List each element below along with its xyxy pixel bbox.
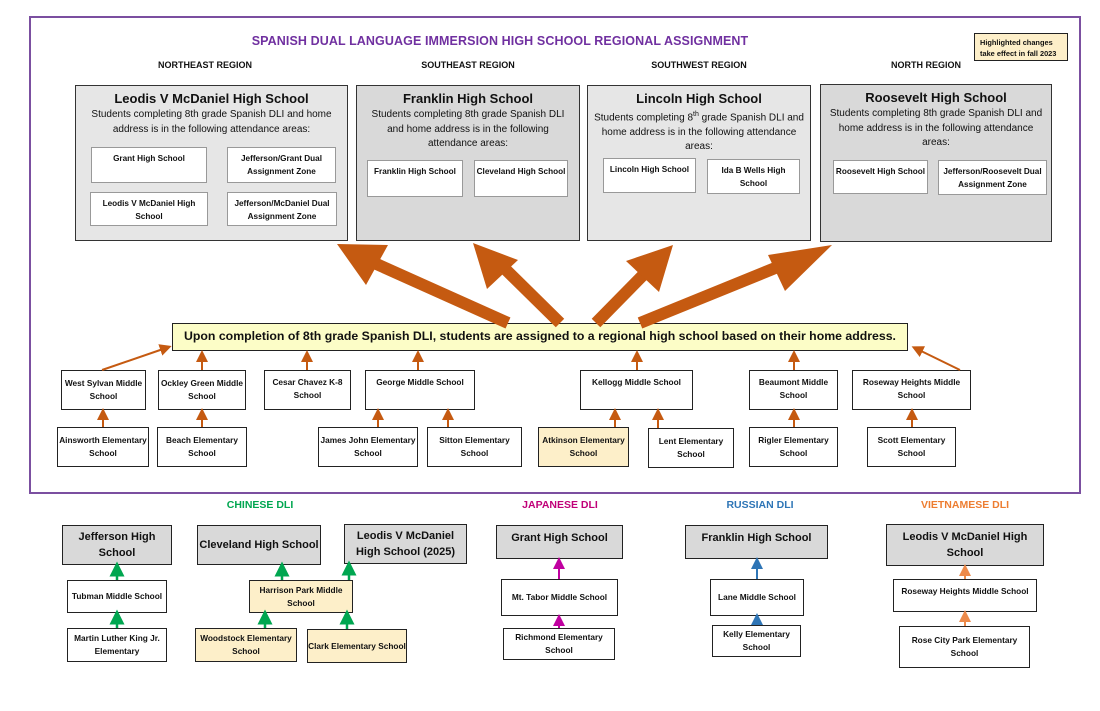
chinese-middle-school-box-highlighted: Harrison Park Middle School xyxy=(249,580,353,613)
high-school-name: Roosevelt High School xyxy=(865,90,1007,105)
elementary-school-box-highlighted: Atkinson Elementary School xyxy=(538,427,629,467)
russian-middle-school-box: Lane Middle School xyxy=(710,579,804,616)
desc-part: Students completing 8 xyxy=(594,112,694,124)
desc-part: grade Spanish DLI and home address is in… xyxy=(601,112,804,153)
middle-school-box: West Sylvan Middle School xyxy=(61,370,146,410)
japanese-middle-school-box: Mt. Tabor Middle School xyxy=(501,579,618,616)
russian-elementary-school-box: Kelly Elementary School xyxy=(712,625,801,657)
middle-school-box: Cesar Chavez K-8 School xyxy=(264,370,351,410)
elementary-school-box: Ainsworth Elementary School xyxy=(57,427,149,467)
chinese-high-school-box: Leodis V McDaniel High School (2025) xyxy=(344,524,467,564)
elementary-school-box: Lent Elementary School xyxy=(648,428,734,468)
region-description: Students completing 8th grade Spanish DL… xyxy=(588,108,810,155)
chinese-high-school-box: Jefferson High School xyxy=(62,525,172,565)
japanese-high-school-box: Grant High School xyxy=(496,525,623,559)
high-school-name: Franklin High School xyxy=(402,91,533,106)
middle-school-box: Roseway Heights Middle School xyxy=(852,370,971,410)
region-description: Students completing 8th grade Spanish DL… xyxy=(371,109,565,149)
japanese-elementary-school-box: Richmond Elementary School xyxy=(503,628,615,660)
attendance-area: Cleveland High School xyxy=(474,160,568,197)
middle-school-box: Ockley Green Middle School xyxy=(158,370,246,410)
elementary-school-box: Beach Elementary School xyxy=(157,427,247,467)
desc-superscript: th xyxy=(693,111,699,118)
region-label-southwest: SOUTHWEST REGION xyxy=(651,60,747,70)
chinese-elementary-school-box-highlighted: Woodstock Elementary School xyxy=(195,628,297,662)
region-label-north: NORTH REGION xyxy=(890,60,961,70)
elementary-school-box: James John Elementary School xyxy=(318,427,418,467)
region-label-northeast: NORTHEAST REGION xyxy=(157,60,252,70)
high-school-name: Lincoln High School xyxy=(636,91,762,106)
russian-high-school-box: Franklin High School xyxy=(685,525,828,559)
page-title: SPANISH DUAL LANGUAGE IMMERSION HIGH SCH… xyxy=(251,34,749,48)
attendance-area: Leodis V McDaniel High School xyxy=(90,192,208,226)
attendance-area: Franklin High School xyxy=(367,160,463,197)
region-description: Students completing 8th grade Spanish DL… xyxy=(829,108,1043,148)
chinese-middle-school-box: Tubman Middle School xyxy=(67,580,167,613)
vietnamese-elementary-school-box: Rose City Park Elementary School xyxy=(899,626,1030,668)
attendance-area: Grant High School xyxy=(91,147,207,183)
elementary-school-box: Scott Elementary School xyxy=(867,427,956,467)
highlight-legend-note: Highlighted changes take effect in fall … xyxy=(974,33,1068,61)
assignment-banner: Upon completion of 8th grade Spanish DLI… xyxy=(172,323,908,351)
attendance-area: Jefferson/Grant Dual Assignment Zone xyxy=(227,147,336,183)
elementary-school-box: Sitton Elementary School xyxy=(427,427,522,467)
dli-label-chinese: CHINESE DLI xyxy=(226,499,294,511)
region-description: Students completing 8th grade Spanish DL… xyxy=(91,109,332,135)
vietnamese-high-school-box: Leodis V McDaniel High School xyxy=(886,524,1044,566)
dli-label-russian: RUSSIAN DLI xyxy=(726,499,794,511)
middle-school-box: George Middle School xyxy=(365,370,475,410)
chinese-elementary-school-box: Martin Luther King Jr. Elementary xyxy=(67,628,167,662)
attendance-area: Jefferson/McDaniel Dual Assignment Zone xyxy=(227,192,337,226)
region-label-southeast: SOUTHEAST REGION xyxy=(421,60,515,70)
dli-label-vietnamese: VIETNAMESE DLI xyxy=(920,499,1010,511)
spanish-dli-frame xyxy=(29,16,1081,494)
vietnamese-middle-school-box: Roseway Heights Middle School xyxy=(893,579,1037,612)
middle-school-box: Beaumont Middle School xyxy=(749,370,838,410)
middle-school-box: Kellogg Middle School xyxy=(580,370,693,410)
attendance-area: Roosevelt High School xyxy=(833,160,928,194)
attendance-area: Jefferson/Roosevelt Dual Assignment Zone xyxy=(938,160,1047,195)
attendance-area: Ida B Wells High School xyxy=(707,159,800,194)
chinese-elementary-school-box-highlighted: Clark Elementary School xyxy=(307,629,407,663)
chinese-high-school-box: Cleveland High School xyxy=(197,525,321,565)
attendance-area: Lincoln High School xyxy=(603,158,696,193)
dli-label-japanese: JAPANESE DLI xyxy=(522,499,598,511)
elementary-school-box: Rigler Elementary School xyxy=(749,427,838,467)
high-school-name: Leodis V McDaniel High School xyxy=(114,91,309,106)
